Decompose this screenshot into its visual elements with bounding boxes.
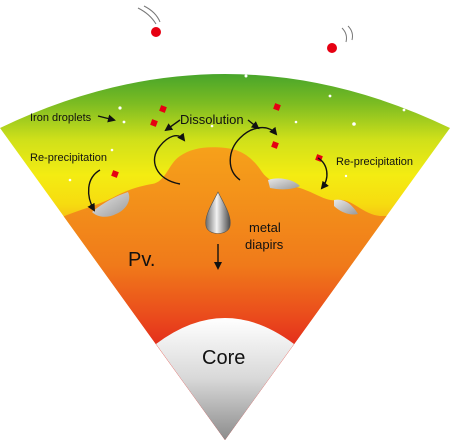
pv-label: Pv. [128,249,155,271]
core-label: Core [202,347,245,369]
process-arrows [87,114,329,270]
falling-droplet-left [137,5,161,37]
precipitate-patch-right [268,178,300,190]
precipitate-patch-far-right [334,199,358,215]
iron-droplets-red [111,103,323,178]
precipitate-patch-left [92,192,130,217]
metal-diapir [205,191,231,234]
diapirs-label: diapirs [245,237,284,252]
dissolution-label: Dissolution [180,112,244,127]
iron-droplets-label: Iron droplets [30,112,92,124]
metal-label: metal [249,220,281,235]
iron-droplet-specks [28,68,406,182]
falling-droplet-right [327,25,353,53]
core-region [156,318,294,440]
re-precipitation-left-label: Re-precipitation [30,152,107,164]
re-precipitation-right-label: Re-precipitation [336,156,413,168]
